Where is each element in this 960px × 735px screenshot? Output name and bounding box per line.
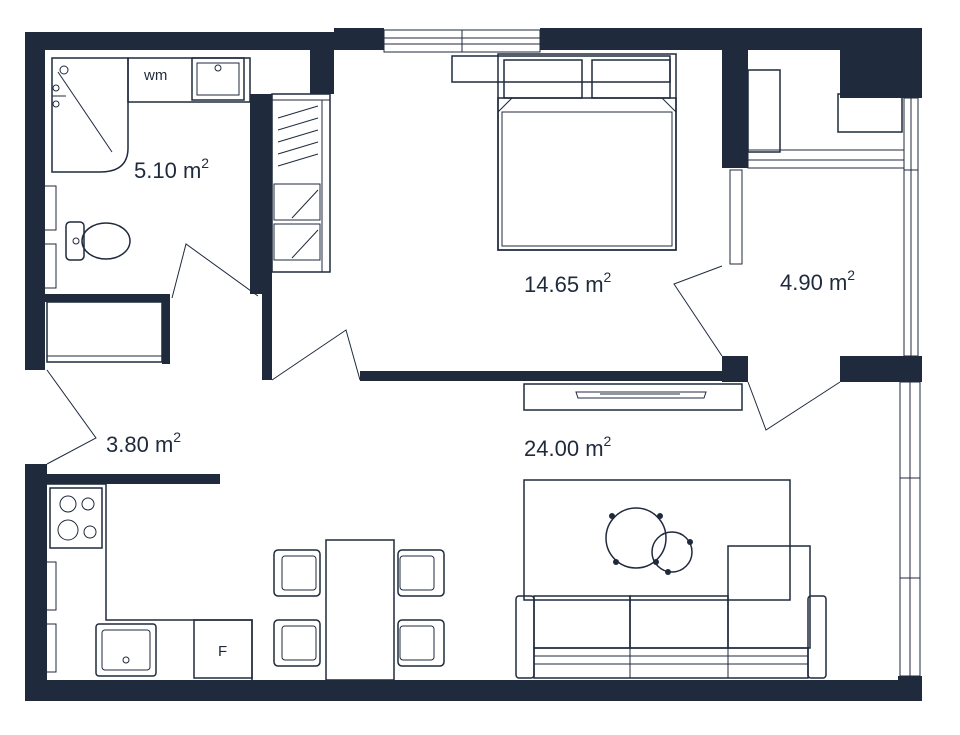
area-exp: 2 — [201, 155, 209, 171]
area-exp: 2 — [604, 433, 612, 449]
tv-console-icon — [523, 383, 743, 411]
windows — [37, 29, 921, 677]
small-room-area-label: 4.90 m2 — [780, 267, 855, 295]
small-room-furniture: 4.90 m2 — [729, 69, 905, 295]
window-kitchen-left — [37, 561, 57, 673]
area-unit: m — [829, 270, 847, 295]
area-unit: m — [183, 158, 201, 183]
area-unit: m — [155, 432, 173, 457]
stove-icon — [49, 487, 103, 549]
fridge — [193, 619, 253, 679]
area-unit: m — [585, 436, 603, 461]
svg-text:3.80 m2: 3.80 m2 — [106, 429, 181, 457]
wall-top-right — [540, 28, 920, 50]
area-value: 4.90 — [780, 270, 823, 295]
small-room-wall-panel — [729, 169, 743, 265]
living-furniture: 24.00 m2 — [515, 383, 827, 679]
hallway-area-label: 3.80 m2 — [106, 429, 181, 457]
area-exp: 2 — [604, 269, 612, 285]
chair-icon — [273, 619, 321, 667]
wall-left-lower — [25, 464, 47, 701]
door-small-room — [673, 265, 723, 357]
wall-kitchen-top — [45, 474, 220, 484]
wall-right-mid — [840, 356, 922, 382]
wardrobe-hangers-icon — [277, 105, 319, 167]
bedroom-furniture: 14.65 m2 — [451, 53, 677, 297]
wall-left-upper — [25, 32, 45, 370]
chair-icon — [397, 549, 445, 597]
svg-text:4.90 m2: 4.90 m2 — [780, 267, 855, 295]
wall-top-right-corner — [840, 28, 922, 98]
bathroom-fixtures: wm 5.10 m2 — [51, 57, 251, 261]
wall-bath-bedroom — [250, 94, 262, 294]
coffee-tables-icon — [605, 507, 693, 575]
door-bedroom — [271, 329, 361, 381]
doors — [46, 243, 841, 465]
window-bedroom — [383, 29, 541, 53]
wardrobe — [271, 93, 331, 273]
wall-bottom — [25, 680, 922, 701]
area-value: 5.10 — [134, 158, 177, 183]
washing-machine-label: wm — [143, 67, 167, 84]
wall-top-mid — [334, 28, 384, 50]
bed-icon — [451, 53, 677, 251]
living-area-label: 24.00 m2 — [524, 433, 612, 461]
wall-top-left-corner — [310, 32, 334, 94]
walls — [25, 28, 922, 701]
hall-closet — [46, 301, 163, 363]
desk-icon — [747, 69, 905, 169]
svg-text:14.65 m2: 14.65 m2 — [524, 269, 612, 297]
svg-text:5.10 m2: 5.10 m2 — [134, 155, 209, 183]
dining — [273, 539, 445, 681]
window-living-right — [899, 381, 921, 677]
toilet-icon — [65, 221, 131, 261]
wall-wardrobe-left — [262, 94, 272, 380]
area-exp: 2 — [847, 267, 855, 283]
wall-bedroom-bottom — [360, 371, 740, 381]
chair-icon — [273, 549, 321, 597]
svg-text:24.00 m2: 24.00 m2 — [524, 433, 612, 461]
wall-bed-small-lower — [722, 356, 748, 382]
bedroom-area-label: 14.65 m2 — [524, 269, 612, 297]
sofa-icon — [515, 545, 827, 679]
fridge-label: F — [218, 643, 227, 660]
area-value: 24.00 — [524, 436, 579, 461]
kitchen-sink-icon — [95, 623, 157, 677]
chair-icon — [397, 619, 445, 667]
area-unit: m — [585, 272, 603, 297]
wall-bed-small-upper — [722, 50, 748, 168]
wall-right-lower — [898, 676, 922, 701]
door-bathroom — [171, 243, 259, 299]
wall-top-left — [25, 32, 310, 50]
door-living-small — [747, 381, 841, 431]
wall-closet-right — [162, 300, 170, 364]
area-exp: 2 — [173, 429, 181, 445]
window-small-room-right — [903, 97, 919, 357]
door-entrance — [46, 369, 97, 465]
bathroom-area-label: 5.10 m2 — [134, 155, 209, 183]
bathroom-sink-icon — [191, 57, 245, 101]
washing-machine-counter — [127, 57, 251, 103]
wall-bath-bottom — [45, 294, 170, 302]
window-bathroom-left — [37, 185, 57, 289]
area-value: 3.80 — [106, 432, 149, 457]
shower-icon — [51, 57, 129, 173]
area-value: 14.65 — [524, 272, 579, 297]
rug — [523, 479, 791, 601]
kitchen: F — [47, 483, 253, 680]
dining-table — [325, 539, 395, 681]
